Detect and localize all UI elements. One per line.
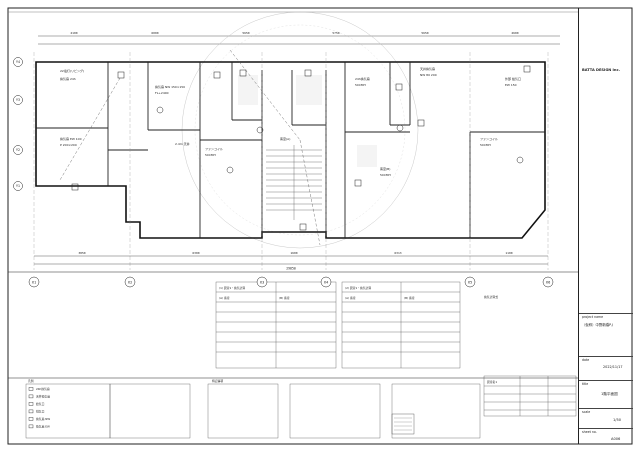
grid-label: Y1 [16, 184, 20, 188]
firm-name: BATTA DESIGN Inc. [582, 68, 620, 72]
grid-bubble [28, 276, 40, 288]
room-annotations: 22電灯(リビング) 換気扇 24h 換気扇 NW 150×150 FL+240… [60, 66, 521, 177]
svg-text:EW 150: EW 150 [505, 83, 517, 87]
title-label: title [582, 382, 589, 386]
dimension-label: 6000 [151, 31, 158, 35]
dimension-label: 2600 [511, 31, 518, 35]
stair-treads [266, 145, 322, 220]
svg-text:50CMH: 50CMH [205, 153, 216, 157]
project-name: （仮称）中野新橋P.J [582, 323, 613, 327]
svg-text:ファンコイル: ファンコイル [205, 146, 223, 151]
table-right-sub: (A) 客室 [345, 296, 356, 300]
legend-item: 天井換気扇 [36, 395, 50, 399]
table-left-sub: (A) 客室 [219, 296, 230, 300]
total-dimension: 29850 [286, 267, 296, 271]
svg-text:客室(B): 客室(B) [380, 166, 390, 171]
svg-text:50CMH: 50CMH [380, 173, 391, 177]
grid-label: X1 [32, 280, 36, 284]
dimension-label: 5650 [242, 31, 249, 35]
grid-label: X5 [468, 280, 472, 284]
grid-label: Y4 [16, 60, 20, 64]
room-table-heading: 居室名1 [487, 380, 497, 384]
dimension-label: 1100 [505, 251, 512, 255]
svg-text:換気扇 24h: 換気扇 24h [60, 76, 76, 81]
svg-text:2.4m 天井: 2.4m 天井 [175, 141, 190, 146]
room-table [483, 375, 577, 417]
svg-text:ファンコイル: ファンコイル [480, 136, 498, 141]
dimension-label: 5750 [332, 31, 339, 35]
table-left-heading: (1) 居室1・換気計算 [219, 286, 245, 290]
grid-label: X3 [260, 280, 264, 284]
svg-text:換気扇 NW 150×150: 換気扇 NW 150×150 [155, 84, 185, 89]
legend-item: 排気口 [36, 410, 45, 414]
grid-label: X6 [546, 280, 550, 284]
legend-item: 換気扇 NW [36, 417, 50, 421]
grid-bubble [13, 181, 23, 191]
legend-symbol [28, 409, 34, 414]
dimension-label: 6300 [192, 251, 199, 255]
scale-label: scale [582, 410, 591, 414]
top-dimension-chain [38, 35, 560, 45]
legend-symbol [28, 424, 34, 429]
svg-text:FL+2400: FL+2400 [155, 91, 169, 95]
room-fills [238, 75, 377, 167]
svg-text:天井換気扇: 天井換気扇 [420, 66, 435, 71]
svg-text:P 200×200: P 200×200 [60, 143, 77, 147]
svg-text:24h換気扇: 24h換気扇 [355, 76, 370, 81]
grid-bubble [13, 95, 23, 105]
legend-item: 給気口 [36, 402, 45, 406]
ventilation-table-right [341, 281, 461, 369]
grid-bubble [464, 276, 476, 288]
svg-text:換気扇 EW 100: 換気扇 EW 100 [60, 136, 82, 141]
grid-bubble [124, 276, 136, 288]
dimension-label: 5650 [421, 31, 428, 35]
table-right-col: (B) 客室 [404, 296, 415, 300]
table-left-col: (B) 客室 [279, 296, 290, 300]
project-label: project name [582, 315, 604, 319]
legend-symbol [28, 394, 34, 399]
grid-label: Y2 [16, 148, 20, 152]
date-value: 2022/11/17 [603, 365, 623, 369]
grid-label: Y3 [16, 98, 20, 102]
legend-box [25, 383, 481, 439]
svg-text:50CMH: 50CMH [355, 83, 366, 87]
legend-notes-heading: 特記事項 [212, 379, 223, 383]
ventilation-table-left [215, 281, 337, 369]
svg-text:22電灯(リビング): 22電灯(リビング) [60, 68, 84, 73]
sheet-no-label: sheet no. [582, 430, 597, 434]
legend-symbol [28, 417, 34, 421]
drawing-title: 1階平面図 [601, 392, 618, 396]
sheet-no: A006 [611, 437, 621, 441]
grid-bubble [542, 276, 554, 288]
date-label: date [582, 358, 590, 362]
grid-lines [33, 52, 549, 270]
legend-symbol [28, 387, 34, 391]
dimension-label: 2100 [70, 31, 77, 35]
device-symbols [71, 65, 531, 231]
grid-label: X4 [324, 280, 328, 284]
dimension-label: 3850 [78, 251, 85, 255]
title-block: BATTA DESIGN Inc. project name （仮称）中野新橋P… [578, 8, 633, 444]
table-right-heading: (2) 居室1・換気計算 [345, 286, 371, 290]
grid-label: X2 [128, 280, 132, 284]
svg-text:客室(A): 客室(A) [280, 136, 290, 141]
grid-bubble [256, 276, 268, 288]
legend-symbol [28, 402, 34, 406]
scale-value: 1/50 [613, 418, 622, 422]
svg-text:NW 80 200: NW 80 200 [420, 73, 437, 77]
svg-text:外部 給気口: 外部 給気口 [505, 76, 521, 81]
dimension-label: 6313 [394, 251, 401, 255]
dimension-label: 1600 [290, 251, 297, 255]
notes-heading: 換気計算式 [484, 295, 498, 299]
grid-bubble [320, 276, 332, 288]
grid-bubble [13, 145, 23, 155]
svg-text:50CMH: 50CMH [480, 143, 491, 147]
legend-item: 24h換気扇 [36, 387, 50, 391]
legend-item: 換気扇 EW [36, 425, 50, 429]
legend-heading: 凡例 [28, 379, 34, 383]
grid-bubble [13, 57, 23, 67]
